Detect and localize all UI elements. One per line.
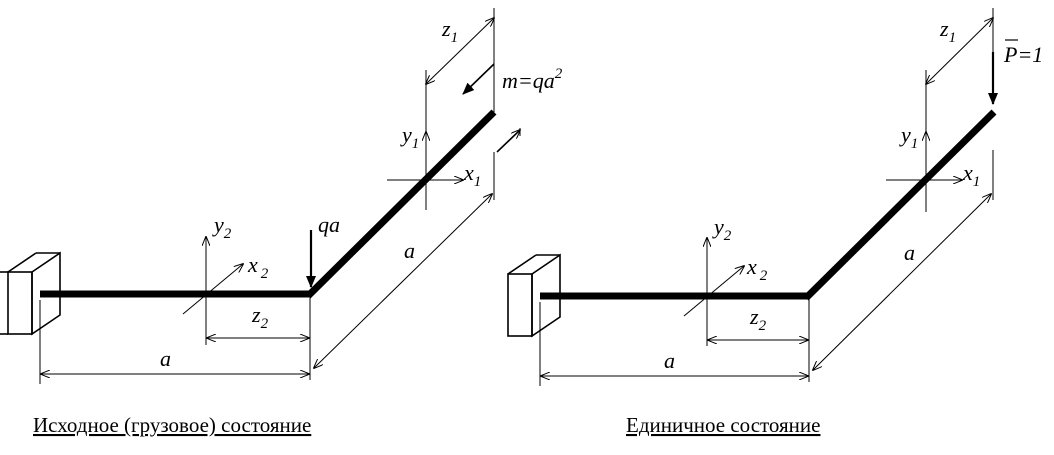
- axes-1: [387, 132, 463, 210]
- axes-2: [182, 237, 243, 345]
- axes-2: [683, 238, 744, 346]
- dim-a-horiz: [539, 302, 808, 386]
- label-a-horiz: a: [160, 346, 171, 371]
- svg-text:P=1: P=1: [1003, 42, 1043, 67]
- caption-right: Единичное состояние: [626, 413, 820, 437]
- beam-diagonal: [305, 109, 497, 299]
- dim-z1: [926, 8, 993, 132]
- dim-z1: [426, 8, 494, 132]
- axes-1: [886, 132, 962, 212]
- label-moment: m=qa2: [502, 66, 563, 93]
- beam-diagonal: [803, 109, 997, 301]
- label-z2: z2: [251, 302, 269, 332]
- fixed-support: [0, 251, 61, 336]
- label-p: P=1: [1003, 39, 1043, 67]
- label-y1: y1: [899, 122, 918, 152]
- label-y1: y1: [400, 122, 419, 152]
- label-z1: z1: [939, 16, 956, 46]
- label-z1: z1: [441, 16, 458, 46]
- label-y2: y2: [212, 212, 232, 242]
- label-y2: y2: [712, 214, 732, 244]
- label-a-horiz: a: [664, 348, 675, 373]
- label-x1: x1: [962, 160, 980, 190]
- dim-a-horiz: [39, 300, 309, 384]
- dim-a-diag: [309, 152, 495, 380]
- label-a-diag: a: [404, 238, 415, 263]
- label-z2: z2: [749, 304, 767, 334]
- dim-a-diag: [808, 150, 994, 382]
- label-qa: qa: [318, 212, 340, 237]
- label-a-diag: a: [904, 240, 915, 265]
- caption-left: Исходное (грузовое) состояние: [33, 413, 311, 437]
- fixed-support: [507, 253, 561, 338]
- label-x1: x1: [463, 160, 481, 190]
